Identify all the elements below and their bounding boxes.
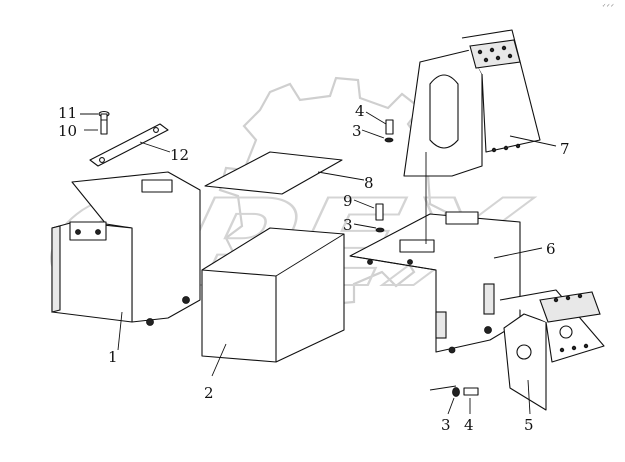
part-5-lower-step: [499, 289, 605, 411]
callout-3-lower: 3: [441, 416, 451, 434]
callout-3-middle: 3: [343, 216, 353, 234]
part-2-lower-box: [201, 227, 345, 363]
part-10-11-bolt: [98, 110, 110, 135]
callout-4-lower: 4: [464, 416, 474, 434]
callout-8: 8: [364, 174, 374, 192]
callout-1: 1: [108, 348, 118, 366]
callout-3-upper: 3: [352, 122, 362, 140]
callout-11: 11: [58, 104, 77, 122]
corner-mark: ✓✓✓: [602, 3, 615, 9]
callout-7: 7: [560, 140, 570, 158]
callout-9: 9: [343, 192, 353, 210]
gear-watermark-icon: [218, 76, 448, 306]
part-9-3-hardware-middle: [375, 203, 385, 233]
part-7-step-bracket: [403, 29, 541, 244]
leader-lines: [80, 111, 557, 415]
part-6-frame: [349, 211, 521, 354]
part-12-strap: [89, 123, 169, 167]
callout-4-upper: 4: [355, 102, 365, 120]
part-1-side-panel: [51, 171, 201, 326]
callout-12: 12: [170, 146, 189, 164]
callout-5: 5: [524, 416, 534, 434]
callout-10: 10: [58, 122, 77, 140]
part-8-cover-plate: [204, 151, 343, 195]
callout-2: 2: [204, 384, 214, 402]
callout-6: 6: [546, 240, 556, 258]
callouts: 1 2 3 3 3 4 4 5 6 7 8 9 10 11 12: [58, 102, 570, 434]
part-3-4-hardware-lower: [429, 385, 479, 397]
part-4-3-hardware-upper: [384, 119, 394, 143]
